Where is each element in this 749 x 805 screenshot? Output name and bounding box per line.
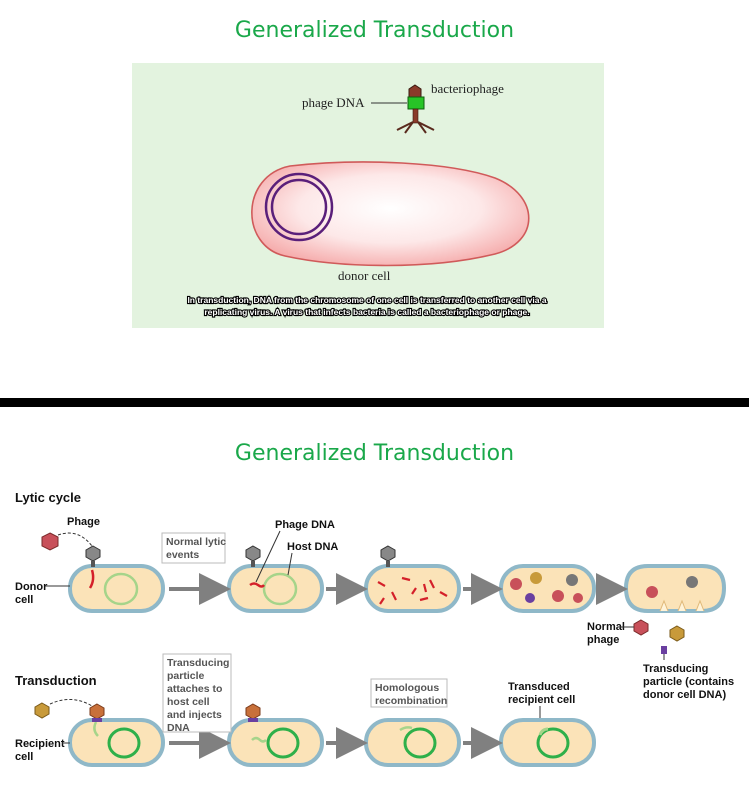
normal-phage-line-2: phage bbox=[587, 634, 619, 646]
phage-icon-2 bbox=[245, 545, 261, 567]
normal-lytic-box bbox=[161, 532, 226, 564]
transducing-phage-attached-2 bbox=[245, 703, 261, 722]
phage-icon-attached bbox=[85, 545, 101, 567]
phage-dna-label-bottom: Phage DNA bbox=[275, 519, 335, 531]
donor-chromosome-outer bbox=[264, 172, 334, 242]
normal-lytic-line-1: Normal lytic bbox=[166, 536, 226, 548]
transducing-path-dashed bbox=[49, 699, 93, 707]
caption-line-2: replicating virus. A virus that infects … bbox=[204, 307, 529, 317]
normal-phage-line-1: Normal bbox=[587, 621, 625, 633]
top-bacteriophage bbox=[396, 84, 435, 134]
lytic-cell-1 bbox=[68, 564, 165, 613]
transduced-label-1: Transduced bbox=[508, 681, 570, 693]
attaches-line-3: attaches to bbox=[167, 683, 222, 695]
attaches-box bbox=[162, 653, 232, 733]
attaches-line-5: and injects bbox=[167, 709, 222, 721]
attaches-line-1: Transducing bbox=[167, 657, 229, 669]
transduction-header: Transduction bbox=[15, 673, 97, 688]
phage-icon-3 bbox=[380, 545, 396, 567]
recipient-cell-3 bbox=[364, 718, 461, 767]
recipient-label-2: cell bbox=[15, 751, 33, 763]
top-title: Generalized Transduction bbox=[234, 18, 515, 43]
donor-chromosome-inner bbox=[270, 178, 328, 236]
recipient-label-1: Recipient bbox=[15, 738, 65, 750]
homologous-line-1: Homologous bbox=[375, 682, 439, 694]
transduced-cell bbox=[499, 718, 596, 767]
lytic-cell-3 bbox=[364, 564, 461, 613]
donor-cell bbox=[251, 161, 530, 267]
host-dna-label: Host DNA bbox=[287, 541, 338, 553]
lytic-cell-4 bbox=[499, 564, 596, 613]
attaches-line-4: host cell bbox=[167, 696, 210, 708]
homologous-line-2: recombination bbox=[375, 695, 447, 707]
bacteriophage-label: bacteriophage bbox=[431, 81, 504, 96]
normal-lytic-line-2: events bbox=[166, 549, 199, 561]
phage-dna-label: phage DNA bbox=[302, 95, 365, 110]
bottom-title: Generalized Transduction bbox=[234, 441, 515, 466]
attaches-line-2: particle bbox=[167, 670, 205, 682]
host-dna-pointer bbox=[287, 552, 293, 576]
section-divider bbox=[0, 398, 749, 407]
caption-line-1: In transduction, DNA from the chromosome… bbox=[187, 295, 546, 305]
phage-dna-pointer-bottom bbox=[255, 530, 281, 583]
transducing-particle-icon bbox=[661, 625, 685, 654]
phage-label: Phage bbox=[67, 516, 100, 528]
donor-label-2: cell bbox=[15, 594, 33, 606]
recipient-cell-1 bbox=[68, 718, 165, 767]
transducing-phage-attached-1 bbox=[89, 703, 105, 722]
transducing-phage-free bbox=[34, 702, 50, 719]
transducing-label-3: donor cell DNA) bbox=[643, 689, 726, 701]
donor-cell-label: donor cell bbox=[338, 268, 391, 283]
phage-path-dashed bbox=[57, 532, 93, 547]
transduced-label-2: recipient cell bbox=[508, 694, 575, 706]
lytic-cell-5-lysing bbox=[623, 564, 727, 613]
transducing-label-2: particle (contains bbox=[643, 676, 734, 688]
transducing-label-1: Transducing bbox=[643, 663, 708, 675]
attaches-line-6: DNA bbox=[167, 722, 190, 734]
recipient-cell-2 bbox=[227, 718, 324, 767]
phage-icon-1 bbox=[41, 532, 59, 551]
donor-label-1: Donor bbox=[15, 581, 48, 593]
lytic-cycle-header: Lytic cycle bbox=[15, 490, 81, 505]
lytic-cell-2 bbox=[227, 564, 324, 613]
normal-phage-icon bbox=[633, 619, 649, 636]
homologous-box bbox=[370, 678, 448, 708]
